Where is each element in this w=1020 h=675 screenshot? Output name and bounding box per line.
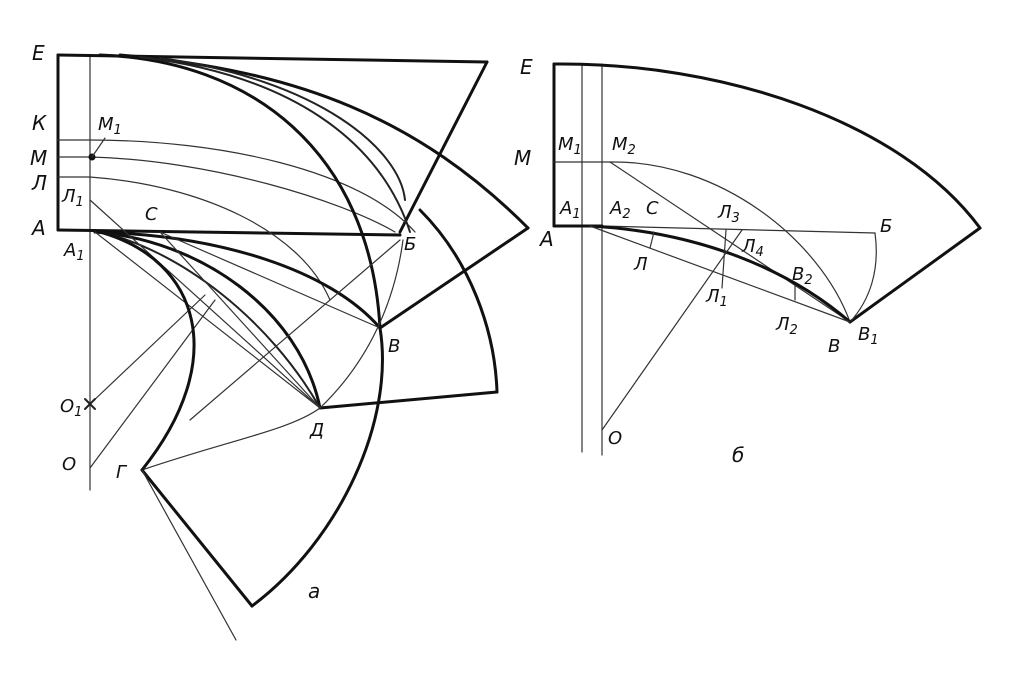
label-a1-b: А1 (559, 198, 581, 222)
line-m2-v1 (609, 161, 851, 323)
label-k-a: К (32, 111, 47, 135)
curve-a1-v1 (588, 224, 852, 324)
label-o-a: О (62, 454, 76, 475)
big-arc-bottom (250, 326, 384, 608)
caption-a: а (308, 579, 320, 603)
line-o-l3 (601, 229, 743, 431)
curve-a1-v (93, 230, 382, 330)
label-l2-b: Л2 (775, 314, 798, 338)
label-m1-a: М1 (98, 114, 122, 138)
o1-mark-2 (84, 398, 96, 410)
label-b2-b: В2 (792, 264, 813, 288)
tick-l3 (721, 229, 727, 289)
arc-e-2 (118, 53, 530, 230)
line-l1-d (89, 199, 321, 409)
line-c-v (159, 231, 381, 329)
label-e-b: Е (520, 55, 533, 79)
label-g-a: Г (116, 462, 128, 483)
label-m-a: М (30, 146, 47, 170)
curve-a1-d (93, 230, 322, 410)
label-b-b: Б (880, 216, 892, 237)
radial-o (89, 299, 216, 469)
petal-1-edge (378, 226, 530, 330)
line-g-extension (141, 469, 237, 641)
label-d-a: Д (309, 420, 324, 441)
labels-b: Е М А М1 М2 А1 А2 С Л3 Л4 Б Л Л1 В2 Л2 В… (514, 55, 892, 467)
line-a1-v (589, 225, 851, 323)
tick-l (649, 231, 655, 249)
arc-e-4 (159, 57, 406, 201)
label-l3-b: Л3 (717, 202, 740, 226)
top-arc-b (552, 62, 982, 230)
label-a1-a: А1 (63, 240, 85, 264)
label-v-a: В (388, 336, 400, 357)
right-edge-a (398, 60, 489, 234)
base-line-a (56, 228, 402, 237)
line-a-b (601, 225, 876, 234)
arc-m2-v1 (609, 161, 851, 323)
line-c-d (159, 231, 321, 409)
line-a1-d (94, 231, 321, 409)
petal-2-edge (318, 390, 499, 410)
curve-k (89, 139, 416, 233)
label-o1-a: О1 (60, 396, 82, 420)
label-c-b: С (646, 198, 659, 219)
label-v1-b: В1 (858, 324, 879, 348)
petal-2-arc (418, 208, 499, 394)
curve-l (89, 176, 331, 301)
label-m2-b: М2 (612, 134, 636, 158)
label-l1-b: Л1 (705, 286, 728, 310)
m1-leader (91, 137, 106, 158)
label-a-b: А (538, 227, 554, 251)
arc-e-3 (139, 56, 411, 233)
figure-b (552, 62, 982, 456)
labels-a: Е К М Л А М1 Л1 А1 С Б В Д Г О1 О а (30, 41, 416, 603)
radial-to-b (189, 239, 401, 421)
curve-a1-d2 (99, 231, 321, 409)
label-l-a: Л (31, 171, 47, 195)
arc-e-1 (98, 53, 382, 330)
label-a-a: А (30, 216, 46, 240)
label-l-b: Л (633, 254, 648, 275)
label-a2-b: А2 (609, 198, 631, 222)
right-edge-b (848, 226, 982, 324)
concave-arc-a1-g (98, 230, 196, 472)
figure-a (56, 53, 530, 641)
label-c-a: С (145, 204, 158, 225)
label-l1-a: Л1 (61, 186, 84, 210)
curve-m (89, 156, 396, 233)
label-v-b: В (828, 336, 840, 357)
label-e-a: Е (32, 41, 45, 65)
label-m-b: М (514, 146, 531, 170)
label-b-a: Б (404, 234, 416, 255)
arc-g-d (141, 407, 321, 471)
radial-o1 (89, 294, 206, 405)
caption-b: б (732, 443, 744, 467)
curve-b-v1 (849, 232, 877, 323)
label-l4-b: Л4 (741, 236, 764, 260)
arc-d-b (319, 239, 404, 409)
label-o-b: О (608, 428, 622, 449)
line-g-bottom (140, 468, 254, 608)
label-m1-b: М1 (558, 134, 582, 158)
